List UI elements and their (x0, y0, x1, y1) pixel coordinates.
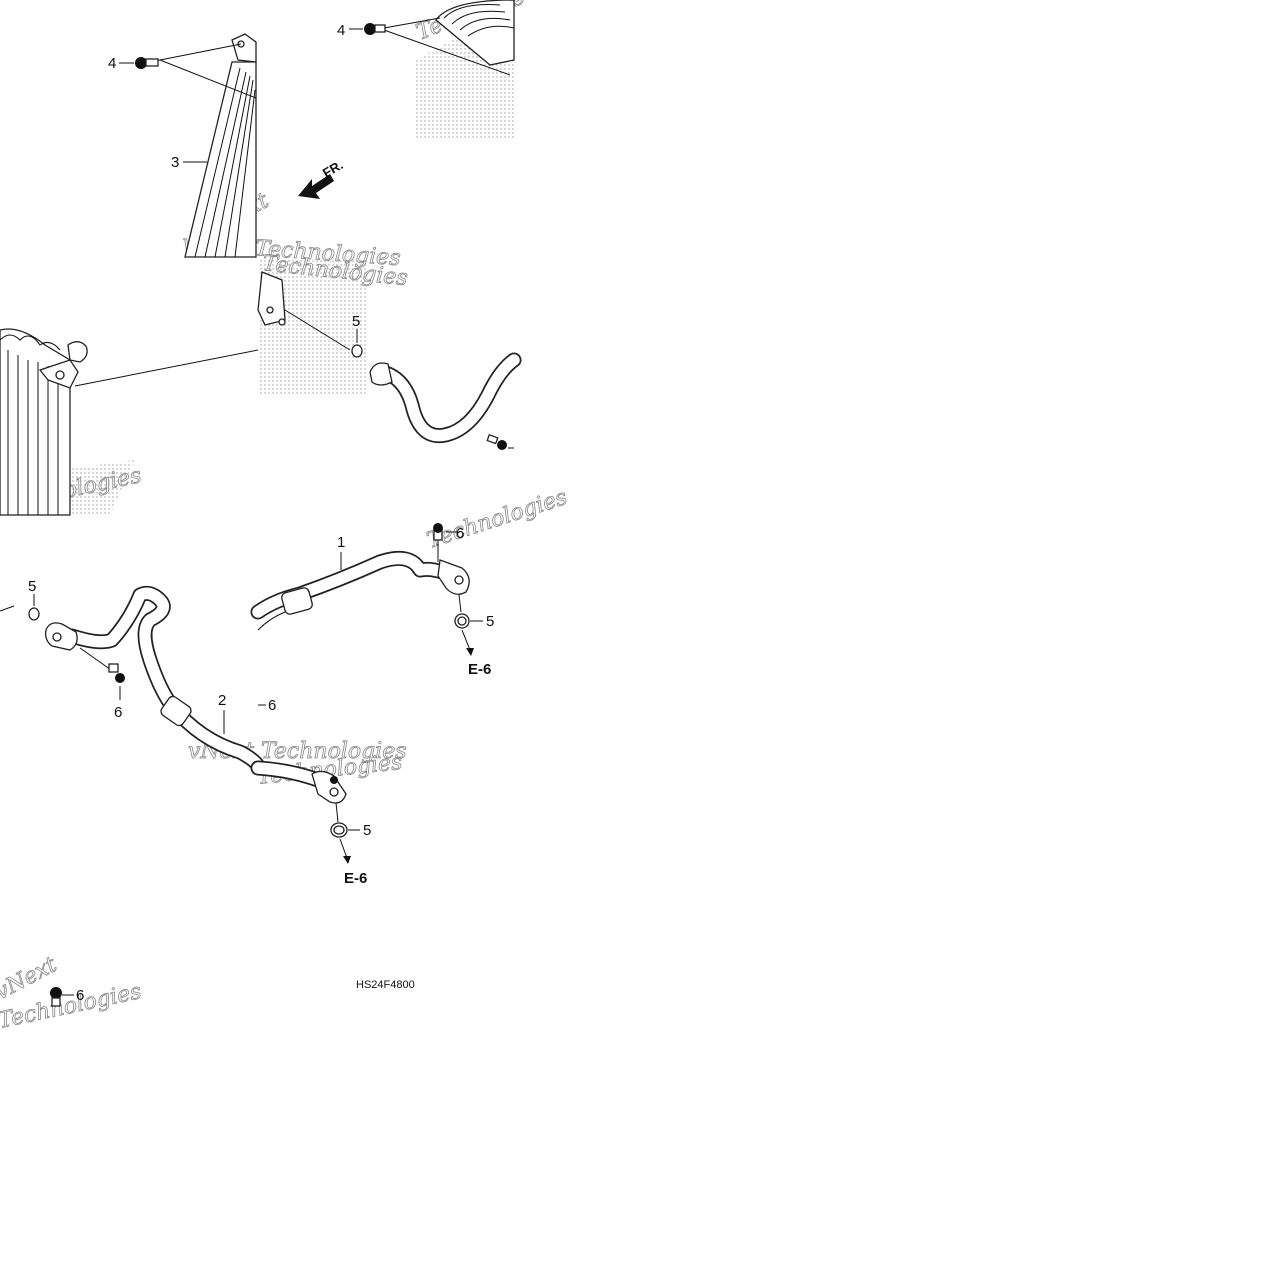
flange-bolt (135, 57, 159, 69)
bolt-icon (486, 433, 507, 450)
o-ring-icon (454, 613, 470, 629)
callout-6-hose2: 6 (268, 697, 276, 714)
callout-6-hose1: 6 (456, 525, 464, 542)
hose-pipe-upper (369, 352, 522, 444)
callout-6-left: 6 (114, 704, 122, 721)
callout-3: 3 (171, 154, 179, 171)
bolt-icon (433, 523, 443, 562)
drawing-code: HS24F4800 (356, 979, 415, 991)
flange-bolt (364, 23, 386, 35)
callout-5-hose2: 5 (363, 822, 371, 839)
callout-1: 1 (337, 534, 345, 551)
callout-5-upper: 5 (352, 313, 360, 330)
ref-e6-hose2: E-6 (344, 870, 367, 887)
watermark-layer: vNext Technologies Technologies vNext Te… (0, 0, 571, 1034)
callout-4-upper-left: 4 (108, 55, 116, 72)
oil-cooler-top-right (383, 0, 515, 76)
callout-6-bottom: 6 (76, 987, 84, 1004)
oil-hose-1 (250, 550, 470, 631)
callout-5-left: 5 (28, 578, 36, 595)
bolt-icon (79, 647, 125, 683)
o-ring-icon (28, 607, 40, 621)
callout-5-hose1: 5 (486, 613, 494, 630)
watermark-text: Technologies (424, 485, 570, 554)
hose-connector-upper (257, 271, 351, 351)
hose-connector-lower (250, 760, 347, 804)
bolt-icon (50, 987, 62, 1007)
front-arrow-label: FR. (320, 157, 346, 180)
oil-hose-2 (44, 585, 266, 774)
front-arrow-icon (298, 174, 334, 199)
o-ring-icon (351, 344, 363, 358)
ref-e6-hose1: E-6 (468, 661, 491, 678)
callout-2: 2 (218, 692, 226, 709)
oil-cooler-lower (0, 328, 259, 516)
o-ring-icon (330, 822, 348, 838)
oil-cooler-upper (149, 33, 257, 258)
callout-4-upper-right: 4 (337, 22, 345, 39)
